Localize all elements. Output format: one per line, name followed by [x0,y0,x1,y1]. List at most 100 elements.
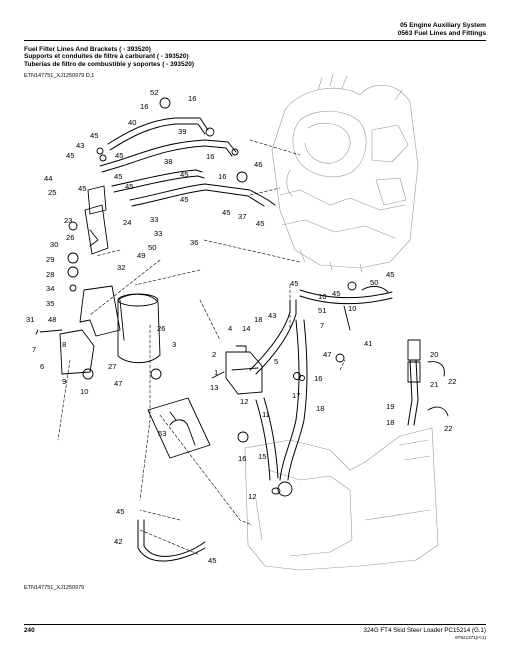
callout-50: 50 [148,243,156,252]
callout-43: 43 [76,141,84,150]
section-header: 05 Engine Auxiliary System 0563 Fuel Lin… [398,22,486,38]
callout-47: 47 [114,379,122,388]
callout-45: 45 [222,208,230,217]
callout-29: 29 [46,255,54,264]
callout-49: 49 [137,251,145,260]
detail-box-53 [147,397,211,459]
callout-36: 36 [190,238,198,247]
callout-30: 30 [50,240,58,249]
callout-51: 51 [318,306,326,315]
callout-45: 45 [386,270,394,279]
callout-1: 1 [214,368,218,377]
callout-10: 10 [348,304,356,313]
callout-21: 21 [430,380,438,389]
callout-24: 24 [123,218,131,227]
callout-17: 17 [292,391,300,400]
callout-16: 16 [314,374,322,383]
callout-45: 45 [116,507,124,516]
callout-45: 45 [256,219,264,228]
callout-25: 25 [48,188,56,197]
section-title: 05 Engine Auxiliary System [400,22,486,29]
callout-12: 12 [240,397,248,406]
callout-50: 50 [370,278,378,287]
callout-53: 53 [158,429,166,438]
callout-10: 10 [318,292,326,301]
callout-46: 46 [254,160,262,169]
fuel-tank-outline [244,427,439,571]
callout-45: 45 [114,172,122,181]
callout-16: 16 [238,454,246,463]
footer-rule [24,624,486,625]
callout-52: 52 [150,88,158,97]
callout-37: 37 [238,212,246,221]
callout-26: 26 [157,324,165,333]
figure-titles: Fuel Filter Lines And Brackets ( - 39352… [24,46,194,68]
header-rule [24,40,486,41]
callout-43: 43 [268,311,276,320]
callout-35: 35 [46,299,54,308]
engine-outline [271,73,419,273]
callout-32: 32 [117,263,125,272]
fuel-filter-housing [117,293,263,395]
callout-45: 45 [290,279,298,288]
callout-23: 23 [64,216,72,225]
callout-40: 40 [128,118,136,127]
group-title: 0563 Fuel Lines and Fittings [397,30,486,37]
callout-3: 3 [172,340,176,349]
callout-45: 45 [180,170,188,179]
callout-9: 9 [62,377,66,386]
clamps-fittings [67,97,357,497]
callout-42: 42 [114,537,122,546]
callout-28: 28 [46,270,54,279]
callout-27: 27 [108,362,116,371]
callout-6: 6 [40,362,44,371]
callout-22: 22 [444,424,452,433]
callout-20: 20 [430,350,438,359]
callout-16: 16 [188,94,196,103]
callout-16: 16 [218,172,226,181]
title-en: Fuel Filter Lines And Brackets ( - 39352… [24,46,151,53]
callout-45: 45 [332,289,340,298]
callout-45: 45 [90,131,98,140]
callout-33: 33 [154,229,162,238]
title-fr: Supports et conduites de filtre à carbur… [24,53,189,61]
callout-14: 14 [242,324,250,333]
callout-10: 10 [80,387,88,396]
callout-48: 48 [48,315,56,324]
callout-15: 15 [258,452,266,461]
callout-8: 8 [62,340,66,349]
leader-lines [57,139,346,556]
callout-16: 16 [206,152,214,161]
right-hose-parts [343,285,449,417]
callout-38: 38 [164,157,172,166]
footer-title: 324G FT4 Skid Steer Loader PC15214 (G.1) [363,627,486,634]
callout-44: 44 [44,174,52,183]
callout-45: 45 [180,195,188,204]
title-es: Tuberías de filtro de combustible y sopo… [24,60,195,68]
callout-47: 47 [323,350,331,359]
callout-18: 18 [254,315,262,324]
callout-12: 12 [248,492,256,501]
callout-7: 7 [320,321,324,330]
figure-ref-bottom: ETN147751_XJ1250979 [24,585,85,591]
callout-19: 19 [386,402,394,411]
callout-45: 45 [125,182,133,191]
callout-5: 5 [274,357,278,366]
callout-22: 22 [448,377,456,386]
footer-code: 6T921371(H.1) [455,635,486,640]
callout-39: 39 [178,127,186,136]
callout-18: 18 [386,418,394,427]
callout-45: 45 [66,151,74,160]
callout-13: 13 [210,383,218,392]
callout-41: 41 [364,339,372,348]
page-number: 240 [24,627,35,634]
callout-33: 33 [150,215,158,224]
callout-7: 7 [32,345,36,354]
callout-26: 26 [66,233,74,242]
callout-2: 2 [212,350,216,359]
callout-16: 16 [140,102,148,111]
callout-4: 4 [228,324,232,333]
callout-45: 45 [115,151,123,160]
footer-info: 324G FT4 Skid Steer Loader PC15214 (G.1)… [364,627,486,641]
